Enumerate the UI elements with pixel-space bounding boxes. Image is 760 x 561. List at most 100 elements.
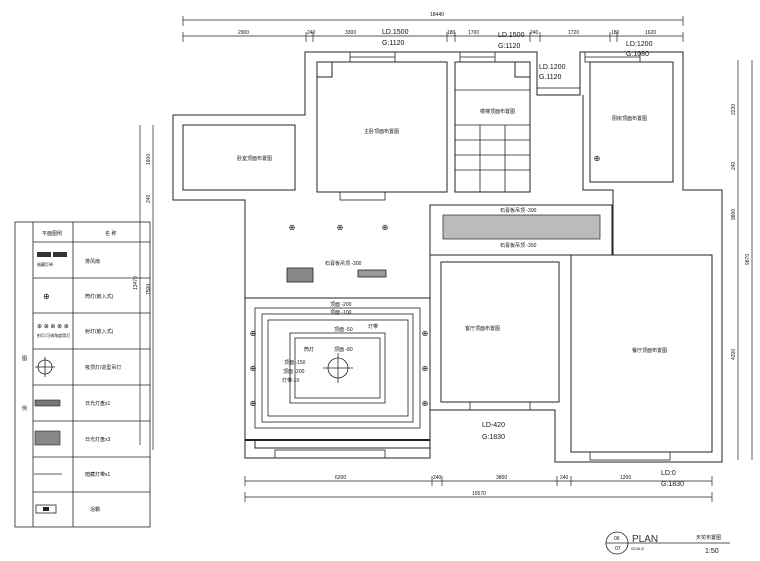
room-label: 餐厅顶面布置图: [632, 347, 667, 354]
room-label: 主卧顶面布置图: [364, 128, 399, 135]
room-label: 客厅顶面布置图: [465, 325, 500, 332]
svg-text:⊕: ⊕: [43, 292, 50, 301]
level-ld: LD:1200: [626, 41, 653, 48]
light-panel-3-icon: [286, 267, 314, 283]
grid-ceiling-panel: [442, 214, 601, 240]
svg-text:日光灯盘x1: 日光灯盘x1: [85, 400, 111, 407]
ceiling-note: 石膏板吊顶 -300: [500, 207, 537, 214]
ceiling-note: 顶面 -100: [330, 310, 352, 316]
dim-top-seg: 1700: [468, 30, 479, 36]
svg-text:⊕: ⊕: [250, 329, 257, 338]
svg-text:浴霸: 浴霸: [90, 506, 100, 513]
svg-text:240: 240: [433, 475, 442, 481]
room-labels: 卧室顶面布置图 主卧顶面布置图 楼梯顶面布置图 客厅顶面布置图 餐厅顶面布置图 …: [237, 108, 667, 384]
svg-text:平面图例: 平面图例: [42, 230, 62, 237]
dim-top-seg: 1620: [645, 30, 656, 36]
ceiling-note: 筒灯: [304, 346, 314, 353]
svg-text:06: 06: [614, 536, 620, 542]
svg-text:1:50: 1:50: [705, 548, 719, 555]
ceiling-features: ⊕ ⊕ ⊕ ⊕ ⊕ ⊕ ⊕ ⊕ ⊕ ⊕: [250, 154, 601, 429]
room-label: 楼梯顶面布置图: [480, 108, 515, 115]
svg-text:9800: 9800: [731, 209, 737, 220]
dim-top-seg: 240: [530, 30, 539, 36]
svg-text:240: 240: [560, 475, 569, 481]
ceiling-note: 顶面 -50: [334, 327, 353, 333]
svg-text:筒灯(嵌入式): 筒灯(嵌入式): [85, 293, 114, 300]
legend-table: 图 例 平面图例 名 称 暗藏灯带 排风扇 ⊕ 筒灯(嵌入式) ⊕ ⊕ ⊕ ⊕ …: [14, 221, 151, 528]
ceiling-note: 石膏板吊顶 -300: [325, 260, 362, 267]
level-ld: LD.1500: [498, 32, 525, 39]
light-panel-1-icon: [357, 269, 387, 278]
walls: [172, 51, 723, 463]
svg-text:吸顶灯/造型吊灯: 吸顶灯/造型吊灯: [85, 364, 121, 371]
ceiling-note: 灯带: [368, 323, 378, 330]
svg-text:暗藏灯带x1: 暗藏灯带x1: [85, 471, 111, 478]
level-g: G:1120: [382, 40, 405, 47]
dim-top-seg: 2900: [238, 30, 249, 36]
room-label: 卧室顶面布置图: [237, 155, 272, 162]
level-annotations: LD.1500 G:1120 LD.1500 G:1120 LD.1200 G.…: [382, 29, 684, 488]
dim-top-seg: 180: [611, 30, 620, 36]
room-label: 厨房顶面布置图: [612, 115, 647, 122]
svg-text:图: 图: [22, 356, 27, 362]
level-ld: LD:0: [661, 470, 676, 477]
dim-top-seg: 240: [307, 30, 316, 36]
svg-text:1200: 1200: [620, 475, 631, 481]
svg-text:射灯(嵌入式): 射灯(嵌入式): [85, 328, 114, 335]
title-block: 06 07 PLAN SCALE 天花布置图 1:50: [605, 531, 730, 555]
svg-text:日光灯盘x3: 日光灯盘x3: [85, 436, 111, 443]
svg-text:240: 240: [146, 194, 152, 203]
top-dimensions: 18440 2900 240 3300 180 1700 240 1720 18…: [182, 12, 684, 42]
level-g: G:1830: [661, 481, 684, 488]
svg-text:13470: 13470: [133, 276, 139, 290]
level-g: G.1120: [539, 74, 562, 81]
svg-text:暗藏灯带: 暗藏灯带: [37, 261, 53, 267]
svg-text:07: 07: [615, 546, 621, 552]
svg-text:3800: 3800: [496, 475, 507, 481]
dim-top-seg: 1720: [568, 30, 579, 36]
svg-text:⊕: ⊕: [422, 364, 429, 373]
level-g: G:1830: [482, 434, 505, 441]
svg-text:6200: 6200: [335, 475, 346, 481]
level-g: G:1120: [498, 43, 521, 50]
svg-text:240: 240: [731, 161, 737, 170]
svg-text:9870: 9870: [745, 254, 751, 265]
level-ld: LD.1500: [382, 29, 409, 36]
svg-text:天花布置图: 天花布置图: [696, 534, 721, 541]
dim-top-seg: 3300: [345, 30, 356, 36]
svg-text:SCALE: SCALE: [631, 546, 644, 551]
svg-text:⊕: ⊕: [250, 399, 257, 408]
ceiling-note: 灯带-10: [282, 377, 299, 384]
svg-text:7500: 7500: [146, 284, 152, 295]
ceiling-note: 顶面 -150: [284, 360, 306, 366]
svg-text:1600: 1600: [146, 154, 152, 165]
svg-text:2230: 2230: [731, 104, 737, 115]
svg-text:射灯/可调角度筒灯: 射灯/可调角度筒灯: [37, 332, 70, 338]
svg-text:⊕: ⊕: [422, 329, 429, 338]
dim-top-seg: 180: [447, 30, 456, 36]
svg-text:⊕: ⊕: [422, 399, 429, 408]
svg-text:⊕: ⊕: [337, 223, 344, 232]
svg-text:⊕ ⊕ ⊕ ⊕ ⊕: ⊕ ⊕ ⊕ ⊕ ⊕: [37, 324, 69, 330]
ceiling-note: 顶面 -200: [283, 369, 305, 375]
svg-text:PLAN: PLAN: [632, 534, 658, 545]
svg-text:15570: 15570: [472, 491, 486, 497]
svg-text:名 称: 名 称: [105, 230, 116, 237]
svg-text:⊕: ⊕: [594, 154, 601, 163]
svg-text:⊕: ⊕: [289, 223, 296, 232]
downlight-icons: ⊕ ⊕ ⊕ ⊕ ⊕ ⊕ ⊕ ⊕ ⊕ ⊕: [250, 154, 601, 408]
ceiling-note: 顶面 -200: [330, 302, 352, 308]
svg-text:例: 例: [22, 405, 27, 412]
ceiling-note: 顶面 -80: [334, 347, 353, 353]
svg-text:4200: 4200: [731, 349, 737, 360]
level-ld: LD-420: [482, 422, 505, 429]
level-g: G:1080: [626, 51, 649, 58]
svg-text:⊕: ⊕: [250, 364, 257, 373]
svg-text:⊕: ⊕: [382, 223, 389, 232]
side-dimensions: 2230 240 9800 4200 9870 1600 240 7500 13…: [133, 60, 753, 460]
dim-top-total: 18440: [430, 12, 444, 18]
level-ld: LD.1200: [539, 64, 566, 71]
bottom-dimensions: 6200 240 3800 240 1200 15570: [244, 475, 713, 502]
ceiling-note: 石膏板吊顶 -350: [500, 242, 537, 249]
